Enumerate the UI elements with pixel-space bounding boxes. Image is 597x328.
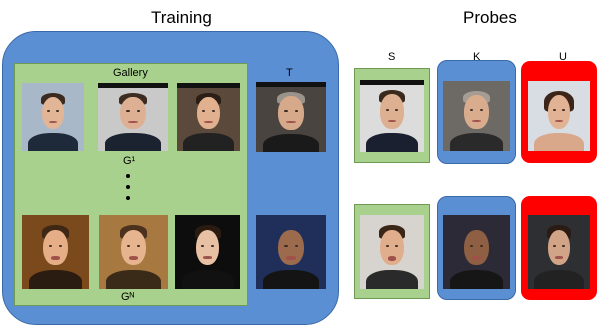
k-label: K (473, 51, 481, 63)
gallery-photo-gn-3 (175, 215, 240, 289)
probe-photo-u-1 (528, 81, 590, 151)
probe-photo-s-2 (360, 215, 424, 289)
ellipsis-dot-3 (126, 196, 130, 200)
gallery-label: Gallery (113, 67, 148, 79)
gn-label: Gᴺ (121, 291, 135, 303)
probe-photo-k-1 (443, 81, 510, 151)
probe-photo-s-1 (360, 80, 424, 152)
ellipsis-dot-1 (126, 174, 130, 178)
ellipsis-dot-2 (126, 185, 130, 189)
training-photo-t-1 (256, 82, 326, 152)
probe-photo-k-2 (443, 215, 510, 289)
gallery-photo-gn-1 (22, 215, 89, 289)
gallery-photo-g1-3 (177, 83, 240, 151)
probes-title: Probes (463, 8, 517, 27)
t-label: T (286, 67, 293, 79)
gallery-photo-g1-1 (22, 83, 84, 151)
u-label: U (559, 51, 567, 63)
g1-label: G¹ (123, 155, 136, 167)
gallery-photo-gn-2 (99, 215, 168, 289)
s-label: S (388, 51, 396, 63)
gallery-photo-g1-2 (98, 83, 168, 151)
training-photo-t-2 (256, 215, 326, 289)
probe-photo-u-2 (528, 215, 590, 289)
training-title: Training (151, 8, 212, 27)
